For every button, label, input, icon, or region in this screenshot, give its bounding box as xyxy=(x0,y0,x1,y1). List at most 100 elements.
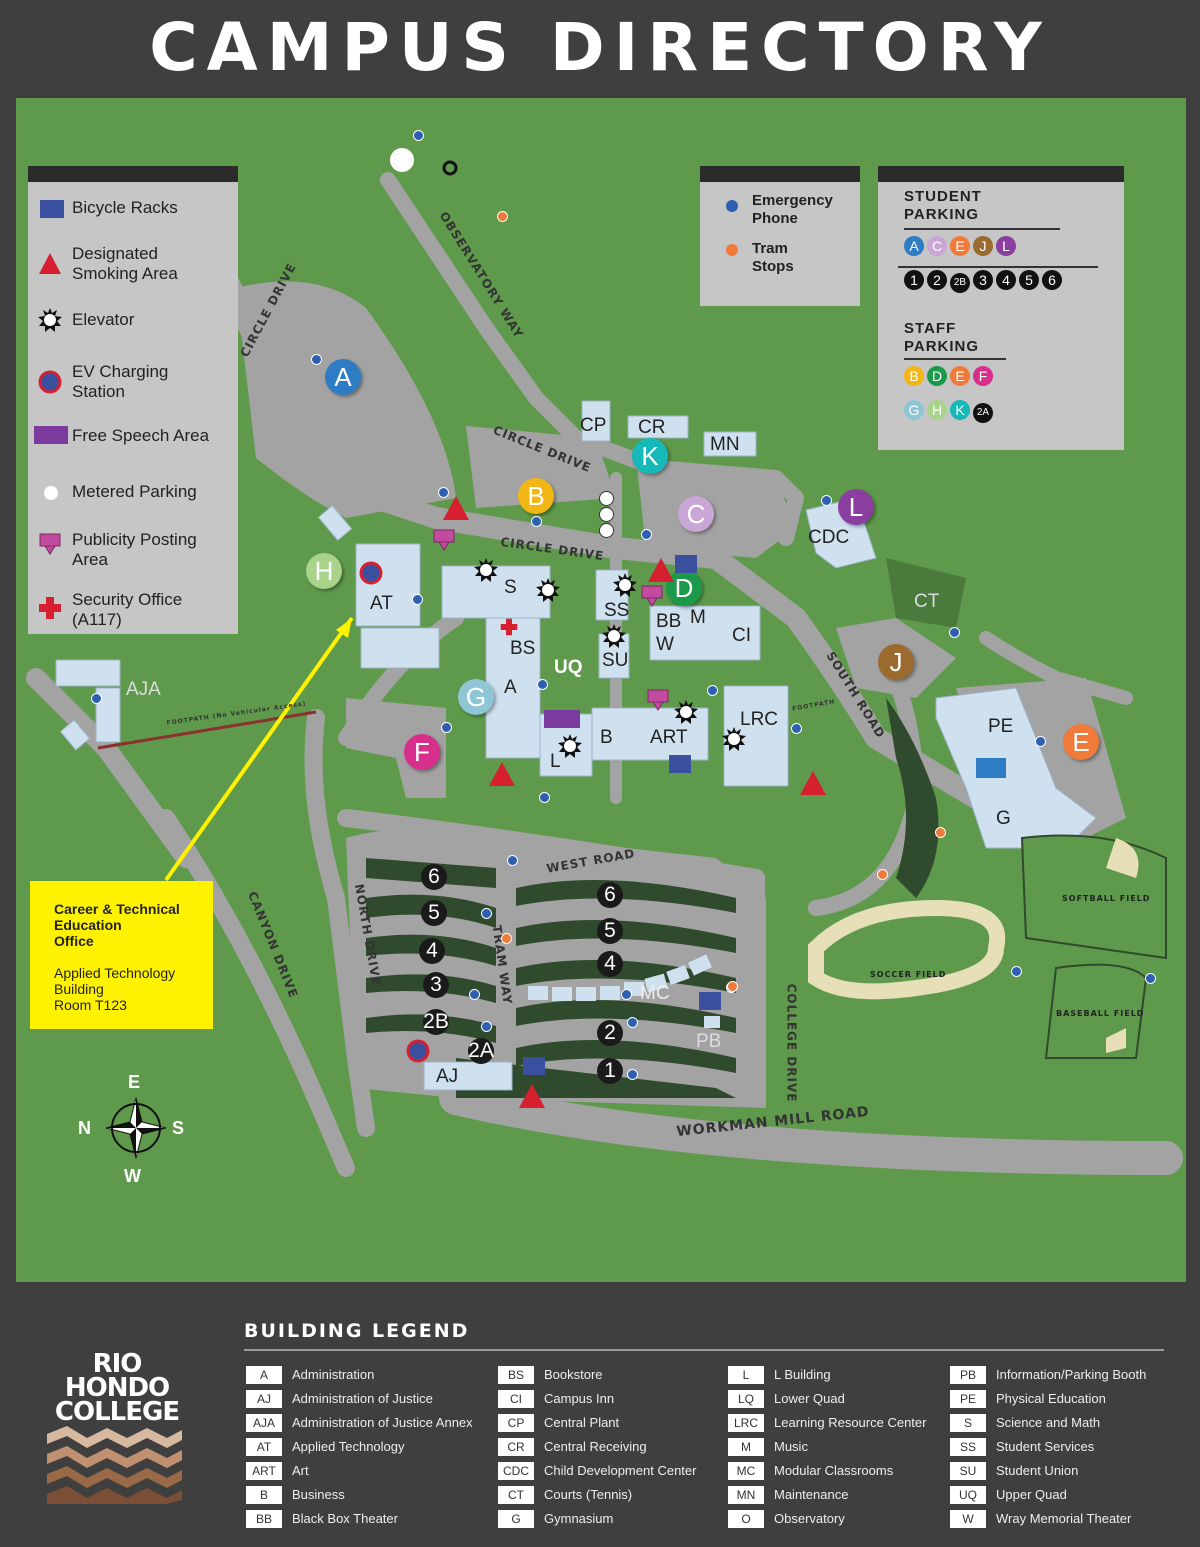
publicity-posting-icon[interactable] xyxy=(432,528,456,552)
smoking-area-triangle-icon[interactable] xyxy=(799,770,827,796)
parking-lot-2[interactable]: 2 xyxy=(597,1020,623,1046)
emergency-phone-icon[interactable] xyxy=(481,1021,492,1032)
building-b-label[interactable]: B xyxy=(600,727,613,748)
parking-lot-5-east[interactable]: 5 xyxy=(597,918,623,944)
emergency-phone-icon[interactable] xyxy=(621,989,632,1000)
parking-lot-e[interactable]: E xyxy=(1063,724,1099,760)
emergency-phone-icon[interactable] xyxy=(821,495,832,506)
publicity-posting-icon[interactable] xyxy=(640,584,664,608)
building-a-label[interactable]: A xyxy=(504,677,517,698)
building-cp-label[interactable]: CP xyxy=(580,415,607,436)
security-office-cross-icon[interactable] xyxy=(500,618,518,636)
elevator-starburst-icon[interactable] xyxy=(722,727,746,751)
tram-stop-icon[interactable] xyxy=(935,827,946,838)
building-ss-label[interactable]: SS xyxy=(604,600,630,621)
ev-charging-icon[interactable] xyxy=(359,561,383,585)
elevator-starburst-icon[interactable] xyxy=(474,558,498,582)
parking-lot-2b[interactable]: 2B xyxy=(423,1009,449,1035)
emergency-phone-icon[interactable] xyxy=(627,1069,638,1080)
building-at-label[interactable]: AT xyxy=(370,593,393,614)
parking-lot-k[interactable]: K xyxy=(632,438,668,474)
parking-lot-1[interactable]: 1 xyxy=(597,1058,623,1084)
building-pe-label[interactable]: PE xyxy=(988,716,1014,737)
parking-lot-3[interactable]: 3 xyxy=(423,972,449,998)
publicity-posting-icon[interactable] xyxy=(646,688,670,712)
parking-lot-4-east[interactable]: 4 xyxy=(597,951,623,977)
parking-booth-label[interactable]: PB xyxy=(696,1031,722,1052)
building-l-label[interactable]: L xyxy=(550,751,561,772)
emergency-phone-icon[interactable] xyxy=(627,1017,638,1028)
smoking-area-triangle-icon[interactable] xyxy=(442,495,470,521)
ev-charging-icon[interactable] xyxy=(406,1039,430,1063)
parking-lot-4-west[interactable]: 4 xyxy=(419,938,445,964)
modular-classrooms-label[interactable]: MC xyxy=(640,983,670,1004)
metered-parking-dot-icon[interactable] xyxy=(599,491,614,506)
emergency-phone-icon[interactable] xyxy=(441,722,452,733)
tram-stop-icon[interactable] xyxy=(497,211,508,222)
emergency-phone-icon[interactable] xyxy=(791,723,802,734)
building-art-label[interactable]: ART xyxy=(650,727,688,748)
cte-office-callout[interactable]: Career & Technical Education Office Appl… xyxy=(30,881,213,1029)
elevator-starburst-icon[interactable] xyxy=(558,734,582,758)
parking-lot-j[interactable]: J xyxy=(878,644,914,680)
building-aja-label[interactable]: AJA xyxy=(126,679,161,700)
emergency-phone-icon[interactable] xyxy=(1011,966,1022,977)
smoking-area-triangle-icon[interactable] xyxy=(488,761,516,787)
courts-label[interactable]: CT xyxy=(914,591,940,612)
emergency-phone-icon[interactable] xyxy=(1035,736,1046,747)
parking-lot-5-west[interactable]: 5 xyxy=(421,900,447,926)
parking-lot-b[interactable]: B xyxy=(518,478,554,514)
parking-lot-2a[interactable]: 2A xyxy=(468,1038,494,1064)
bicycle-rack-icon[interactable] xyxy=(699,992,721,1010)
parking-lot-d[interactable]: D xyxy=(666,570,702,606)
parking-lot-h[interactable]: H xyxy=(306,553,342,589)
parking-lot-f[interactable]: F xyxy=(404,734,440,770)
elevator-starburst-icon[interactable] xyxy=(602,624,626,648)
building-lrc-label[interactable]: LRC xyxy=(740,709,779,730)
emergency-phone-icon[interactable] xyxy=(481,908,492,919)
emergency-phone-icon[interactable] xyxy=(539,792,550,803)
building-g-label[interactable]: G xyxy=(996,808,1011,829)
emergency-phone-icon[interactable] xyxy=(507,855,518,866)
parking-lot-c[interactable]: C xyxy=(678,496,714,532)
emergency-phone-icon[interactable] xyxy=(438,487,449,498)
smoking-area-triangle-icon[interactable] xyxy=(647,557,675,583)
bicycle-rack-icon[interactable] xyxy=(523,1057,545,1075)
building-bs-label[interactable]: BS xyxy=(510,638,536,659)
elevator-starburst-icon[interactable] xyxy=(536,578,560,602)
building-w-label[interactable]: W xyxy=(656,634,674,655)
building-ci-label[interactable]: CI xyxy=(732,625,751,646)
emergency-phone-icon[interactable] xyxy=(91,693,102,704)
emergency-phone-icon[interactable] xyxy=(413,130,424,141)
building-cr-label[interactable]: CR xyxy=(638,417,666,438)
metered-parking-dot-icon[interactable] xyxy=(599,523,614,538)
emergency-phone-icon[interactable] xyxy=(1145,973,1156,984)
emergency-phone-icon[interactable] xyxy=(531,516,542,527)
building-aj-label[interactable]: AJ xyxy=(436,1066,459,1087)
building-m-label[interactable]: M xyxy=(690,607,706,628)
building-s-label[interactable]: S xyxy=(504,577,517,598)
bicycle-rack-icon[interactable] xyxy=(669,755,691,773)
building-su-label[interactable]: SU xyxy=(602,650,629,671)
building-bb-label[interactable]: BB xyxy=(656,611,682,632)
emergency-phone-icon[interactable] xyxy=(707,685,718,696)
elevator-starburst-icon[interactable] xyxy=(613,573,637,597)
tram-stop-icon[interactable] xyxy=(501,933,512,944)
emergency-phone-icon[interactable] xyxy=(641,529,652,540)
parking-lot-g[interactable]: G xyxy=(458,679,494,715)
emergency-phone-icon[interactable] xyxy=(949,627,960,638)
building-cdc-label[interactable]: CDC xyxy=(808,527,850,548)
tram-stop-icon[interactable] xyxy=(727,981,738,992)
parking-lot-a[interactable]: A xyxy=(325,359,361,395)
parking-lot-6-east[interactable]: 6 xyxy=(597,882,623,908)
free-speech-area-icon[interactable] xyxy=(544,710,580,728)
tram-stop-icon[interactable] xyxy=(877,869,888,880)
building-mn-label[interactable]: MN xyxy=(710,434,740,455)
upper-quad-label[interactable]: UQ xyxy=(554,657,583,678)
emergency-phone-icon[interactable] xyxy=(311,354,322,365)
parking-lot-l[interactable]: L xyxy=(838,489,874,525)
emergency-phone-icon[interactable] xyxy=(412,594,423,605)
parking-lot-6-west[interactable]: 6 xyxy=(421,864,447,890)
metered-parking-dot-icon[interactable] xyxy=(599,507,614,522)
bicycle-rack-icon[interactable] xyxy=(675,555,697,573)
